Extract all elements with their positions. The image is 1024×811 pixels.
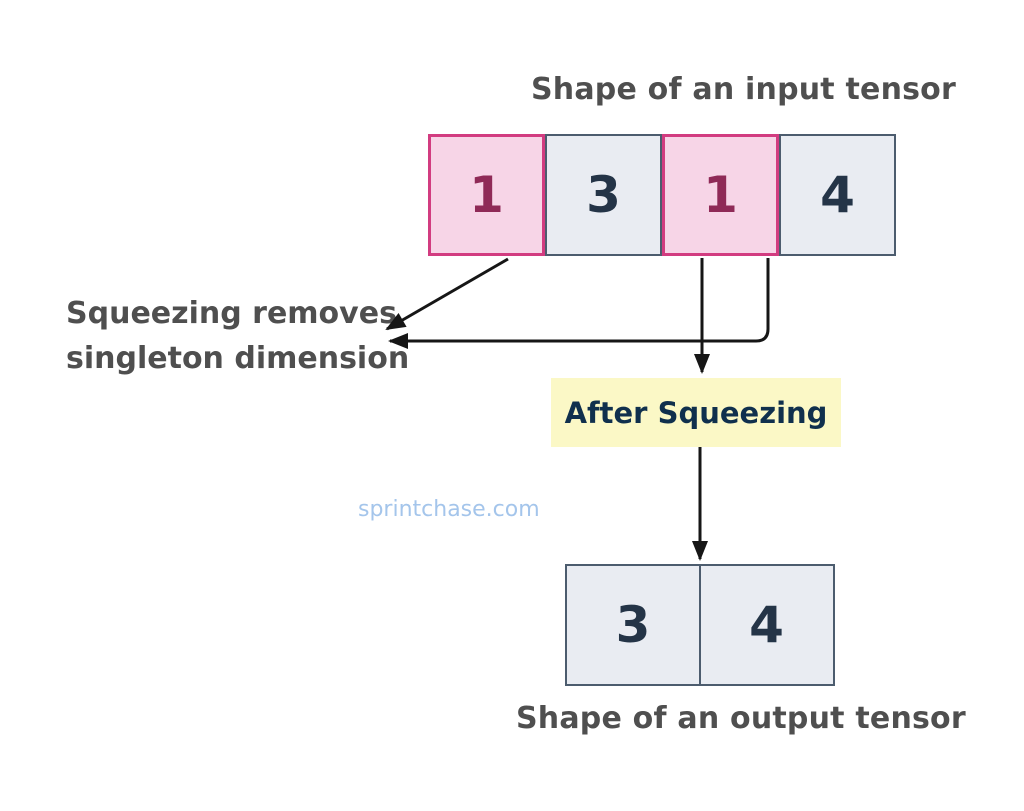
input-tensor-title: Shape of an input tensor bbox=[531, 72, 956, 107]
input-cell-singleton-1: 1 bbox=[428, 134, 545, 256]
input-tensor: 1 3 1 4 bbox=[428, 134, 896, 256]
squeeze-note-line-2: singleton dimension bbox=[66, 341, 410, 376]
output-cell-dim-4: 4 bbox=[698, 564, 835, 686]
output-tensor: 3 4 bbox=[565, 564, 835, 686]
squeeze-note-line-1: Squeezing removes bbox=[66, 296, 397, 331]
input-cell-dim-4: 4 bbox=[779, 134, 896, 256]
watermark: sprintchase.com bbox=[358, 497, 540, 522]
arrow-singleton-2-to-note-icon bbox=[388, 258, 770, 349]
squeeze-note: Squeezing removes singleton dimension bbox=[66, 291, 409, 381]
input-cell-singleton-2: 1 bbox=[662, 134, 779, 256]
after-squeezing-badge: After Squeezing bbox=[551, 378, 841, 447]
output-cell-dim-3: 3 bbox=[565, 564, 701, 686]
input-cell-dim-3: 3 bbox=[545, 134, 662, 256]
output-tensor-title: Shape of an output tensor bbox=[516, 701, 966, 736]
